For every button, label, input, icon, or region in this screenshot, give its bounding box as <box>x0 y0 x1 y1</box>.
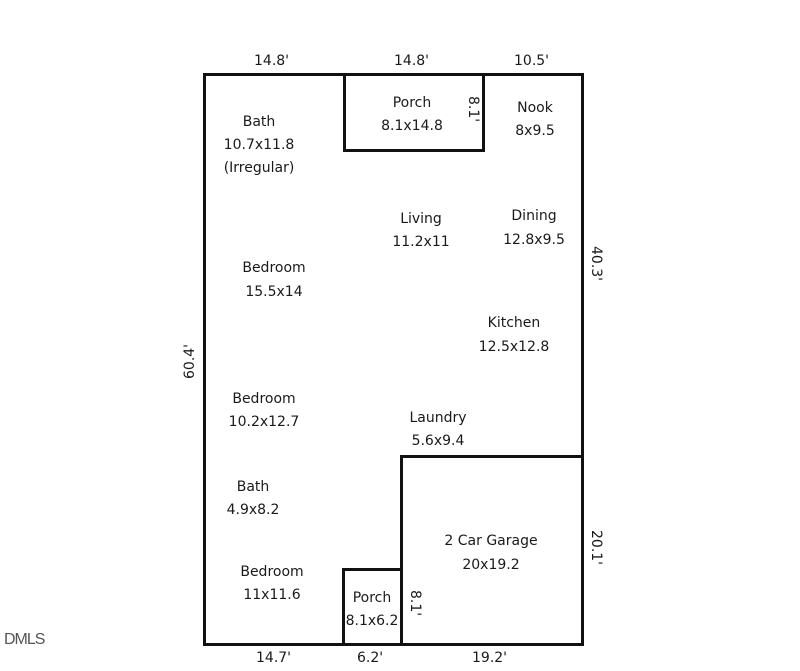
room-dining: Dining 12.8x9.5 <box>503 208 565 248</box>
wall-porch-top-right <box>482 73 485 152</box>
dimension-right-1: 40.3' <box>588 246 604 282</box>
room-living: Living 11.2x11 <box>392 211 450 250</box>
dimension-top-2: 14.8' <box>394 53 430 69</box>
room-bedroom-1: Bedroom 15.5x14 <box>242 260 306 300</box>
dimension-bottom-2: 6.2' <box>357 650 384 666</box>
dimension-bottom-3: 19.2' <box>472 650 508 666</box>
porch-bottom-depth: 8.1' <box>407 590 423 617</box>
room-bath-2: Bath 4.9x8.2 <box>226 479 280 518</box>
wall-porch-bottom-top <box>342 568 403 571</box>
room-laundry: Laundry 5.6x9.4 <box>409 410 467 449</box>
room-nook: Nook 8x9.5 <box>515 100 555 139</box>
room-bath-1: Bath 10.7x11.8 (Irregular) <box>223 114 295 176</box>
wall-top <box>203 73 584 76</box>
room-kitchen: Kitchen 12.5x12.8 <box>478 315 550 355</box>
room-garage: 2 Car Garage 20x19.2 <box>444 533 538 573</box>
wall-porch-top-left <box>343 73 346 152</box>
wall-garage-left <box>400 455 403 646</box>
wall-right <box>581 73 584 646</box>
wall-bottom <box>203 643 584 646</box>
wall-left <box>203 73 206 646</box>
room-porch-bottom: Porch 8.1x6.2 <box>345 590 399 629</box>
dimension-bottom-1: 14.7' <box>256 650 292 666</box>
dimension-top-3: 10.5' <box>514 53 550 69</box>
dimension-right-2: 20.1' <box>588 530 604 566</box>
wall-porch-top-bottom <box>343 149 485 152</box>
porch-top-depth: 8.1' <box>465 96 481 123</box>
room-bedroom-3: Bedroom 11x11.6 <box>240 564 304 603</box>
room-porch-top: Porch 8.1x14.8 <box>381 95 443 134</box>
room-bedroom-2: Bedroom 10.2x12.7 <box>228 391 300 430</box>
dimension-top-1: 14.8' <box>254 53 290 69</box>
dimension-left: 60.4' <box>182 343 198 379</box>
wall-garage-top <box>400 455 584 458</box>
wall-porch-bottom-left <box>342 568 345 646</box>
watermark: DMLS <box>4 631 45 648</box>
